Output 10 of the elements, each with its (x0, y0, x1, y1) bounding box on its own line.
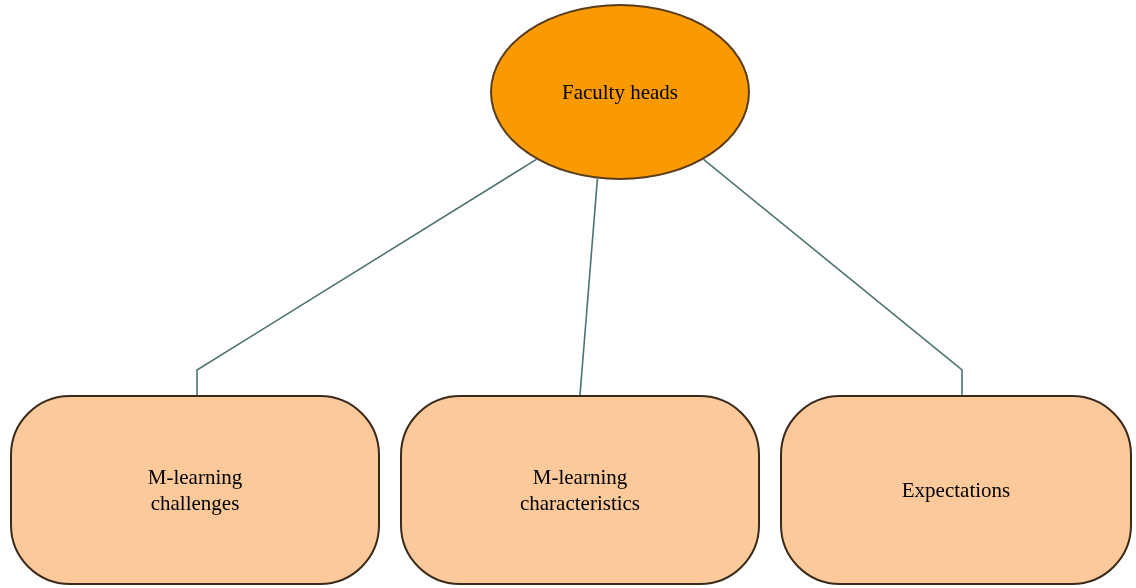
connector-line (579, 177, 599, 396)
node-label: M-learning characteristics (518, 463, 642, 517)
node-label: Expectations (901, 476, 1011, 504)
rounded-box (400, 395, 760, 585)
rounded-box (780, 395, 1132, 585)
node-label: M-learning challenges (146, 463, 244, 517)
rounded-box (10, 395, 380, 585)
connector-line (196, 158, 538, 396)
connector-line (702, 158, 963, 396)
node-label: Faculty heads (561, 78, 679, 106)
